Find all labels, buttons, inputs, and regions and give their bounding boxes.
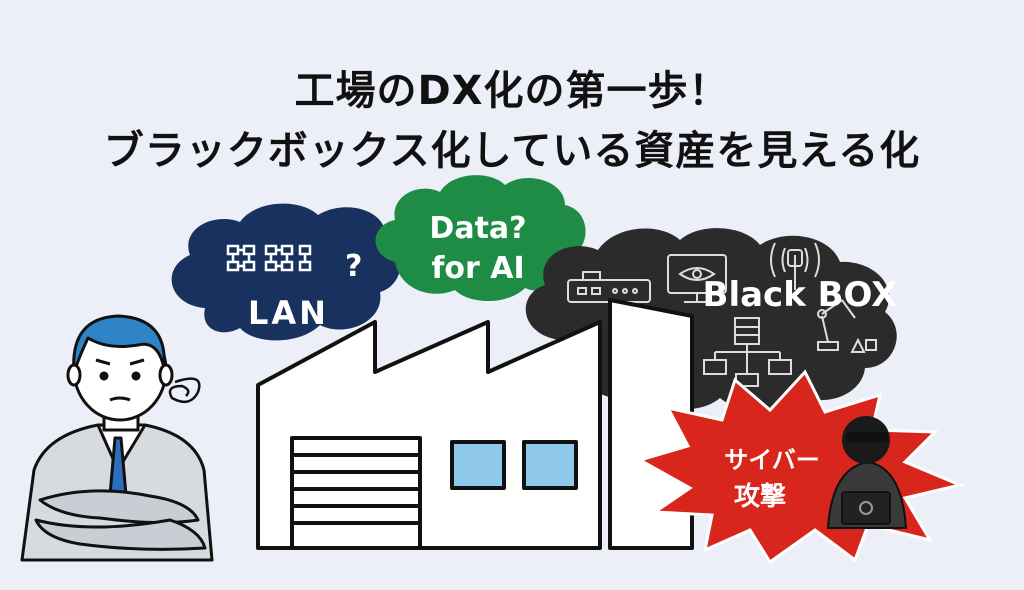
hacker-figure [826, 416, 908, 529]
data-cloud: Data? for AI [375, 175, 586, 302]
headline-line-1: 工場のDX化の第一歩！ [294, 68, 730, 114]
black-box-label: Black BOX [703, 275, 898, 315]
lan-cloud: ? LAN [171, 203, 401, 341]
factory-window-1 [450, 440, 506, 490]
cyber-attack-burst: サイバー 攻撃 [636, 369, 965, 565]
laptop-icon [841, 491, 891, 525]
skull-icon [859, 501, 873, 515]
robot-arm-icon-2 [817, 299, 877, 353]
cyber-text-line1: サイバー [724, 446, 820, 474]
garage-door [290, 436, 422, 550]
for-ai-text: for AI [431, 251, 524, 286]
cyber-text-line2: 攻撃 [734, 482, 786, 512]
network-tree-icon [703, 317, 792, 387]
factory-window-2 [522, 440, 578, 490]
worry-swirl-icon [168, 377, 201, 404]
monitor-eye-icon [667, 254, 727, 303]
data-question-text: Data? [429, 211, 526, 246]
lan-label: LAN [248, 294, 329, 332]
headline-line-2: ブラックボックス化している資産を見える化 [103, 128, 921, 174]
lan-question-mark: ? [345, 249, 362, 284]
antenna-icon [770, 242, 820, 290]
businessman-figure [20, 314, 214, 562]
network-switch-icon [226, 244, 312, 272]
factory-building [256, 298, 694, 550]
